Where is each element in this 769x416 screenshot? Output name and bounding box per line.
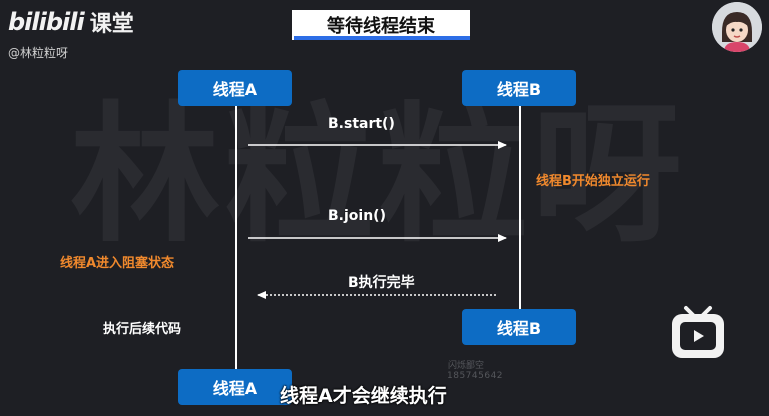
watermark-large: 林粒粒呀: [70, 87, 687, 263]
note-thread-b-independent: 线程B开始独立运行: [536, 174, 650, 189]
start-message-label: B.start(): [328, 116, 395, 132]
bilibili-tv-icon[interactable]: [668, 302, 728, 366]
video-subtitle: 线程A才会继续执行: [280, 385, 447, 407]
thread-a-lifeline: [235, 106, 237, 369]
done-message-label: B执行完毕: [348, 275, 415, 291]
avatar-icon[interactable]: [712, 2, 762, 52]
tv-icon: [672, 306, 724, 358]
note-continue-code: 执行后续代码: [103, 322, 182, 337]
thread-a-box-bottom: 线程A: [178, 369, 292, 405]
thread-b-box-bottom: 线程B: [462, 309, 576, 345]
thread-a-box-top: 线程A: [178, 70, 292, 106]
watermark-small-id: 185745642: [447, 371, 504, 381]
brand-logo[interactable]: bilibili 课堂: [8, 6, 134, 38]
join-message-label: B.join(): [328, 208, 386, 224]
cartoon-girl-avatar-icon: [712, 2, 762, 52]
watermark-small-name: 闪烁鄙空: [448, 361, 485, 371]
thread-b-box-top: 线程B: [462, 70, 576, 106]
page-title: 等待线程结束: [327, 16, 435, 37]
brand-logo-word: bilibili: [8, 8, 85, 36]
title-underline: [294, 36, 470, 40]
note-thread-a-blocked: 线程A进入阻塞状态: [60, 256, 175, 271]
brand-logo-sub: 课堂: [89, 12, 134, 37]
thread-b-lifeline: [519, 106, 521, 309]
author-handle: @林粒粒呀: [8, 46, 69, 60]
title-banner: 等待线程结束: [292, 10, 470, 40]
